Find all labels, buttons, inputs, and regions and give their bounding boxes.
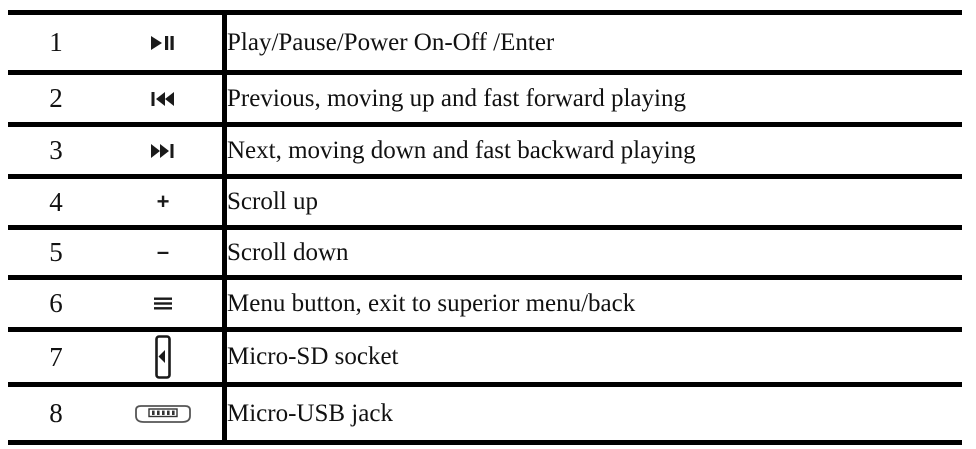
row-description: Menu button, exit to superior menu/back [227,289,636,317]
table-row: 7 Micro-SD socket [8,327,962,385]
row-description: Scroll up [227,188,318,216]
row-number: 8 [49,398,63,428]
row-number-cell: 3 [8,122,104,177]
row-description: Micro-SD socket [227,343,399,371]
row-icon-cell: + [104,174,227,228]
row-number: 6 [49,288,63,318]
row-number-cell: 1 [8,10,104,73]
control-legend-table: 1 Play/Pause/Power On-Off /Enter [8,10,962,445]
row-number-cell: 8 [8,382,104,445]
previous-track-icon [150,91,176,107]
row-number-cell: 2 [8,70,104,125]
row-description-cell: Micro-USB jack [224,382,962,445]
table-row: 4 + Scroll up [8,174,962,228]
menu-hamburger-icon [153,296,173,311]
row-description-cell: Previous, moving up and fast forward pla… [224,70,962,125]
table-row: 2 Previous, moving up and fast forward p… [8,70,962,125]
row-icon-cell [104,327,227,385]
table-row: 8 [8,382,962,445]
plus-icon: + [156,188,170,214]
minus-icon: – [156,239,170,264]
row-number: 4 [49,186,63,217]
row-description: Next, moving down and fast backward play… [227,136,696,164]
row-icon-cell [104,10,227,73]
row-description-cell: Menu button, exit to superior menu/back [224,275,962,330]
row-icon-cell [104,70,227,125]
table-row: 1 Play/Pause/Power On-Off /Enter [8,10,962,73]
row-number-cell: 5 [8,225,104,278]
table-row: 6 Menu button, exit to superior menu/bac… [8,275,962,330]
row-description-cell: Play/Pause/Power On-Off /Enter [224,10,962,73]
row-description-cell: Scroll down [224,225,962,278]
next-track-icon [150,143,176,159]
micro-usb-jack-icon [132,401,194,427]
row-number: 1 [49,27,63,57]
row-description: Play/Pause/Power On-Off /Enter [227,28,555,56]
row-number-cell: 4 [8,174,104,228]
row-number-cell: 7 [8,327,104,385]
row-description-cell: Next, moving down and fast backward play… [224,122,962,177]
row-icon-cell [104,122,227,177]
table-row: 5 – Scroll down [8,225,962,278]
table-row: 3 Next, moving down and fast backward pl… [8,122,962,177]
row-number: 5 [49,237,63,267]
row-description: Previous, moving up and fast forward pla… [227,84,686,112]
row-description: Micro-USB jack [227,399,393,427]
row-number: 3 [49,135,63,165]
row-description-cell: Scroll up [224,174,962,228]
row-number: 7 [49,341,63,372]
play-pause-icon [150,35,176,51]
row-icon-cell: – [104,225,227,278]
row-icon-cell [104,382,227,445]
row-description: Scroll down [227,238,349,266]
micro-sd-socket-icon [153,335,173,379]
row-description-cell: Micro-SD socket [224,327,962,385]
row-icon-cell [104,275,227,330]
row-number: 2 [49,83,63,113]
row-number-cell: 6 [8,275,104,330]
table-body: 1 Play/Pause/Power On-Off /Enter [8,10,962,445]
